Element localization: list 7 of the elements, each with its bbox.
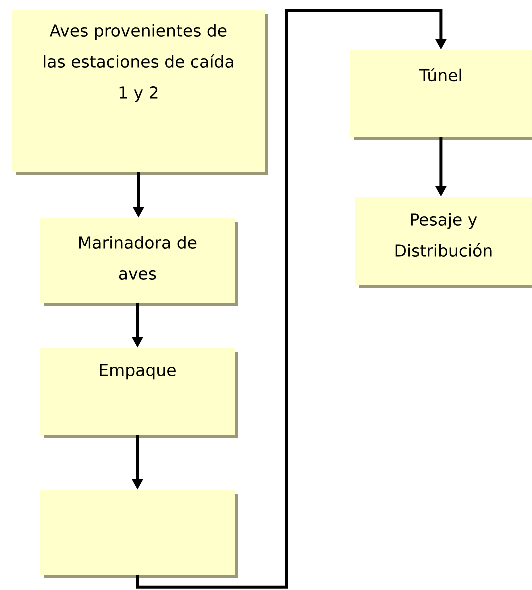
process-box (40, 490, 238, 578)
process-box: Pesaje y Distribución (355, 197, 532, 288)
process-box: Empaque (40, 348, 238, 438)
process-box: Aves provenientes de las estaciones de caída 1 y 2 (12, 10, 268, 175)
arrow (136, 10, 448, 589)
process-box: Marinadora de aves (40, 218, 238, 306)
process-box: Túnel (350, 50, 532, 140)
